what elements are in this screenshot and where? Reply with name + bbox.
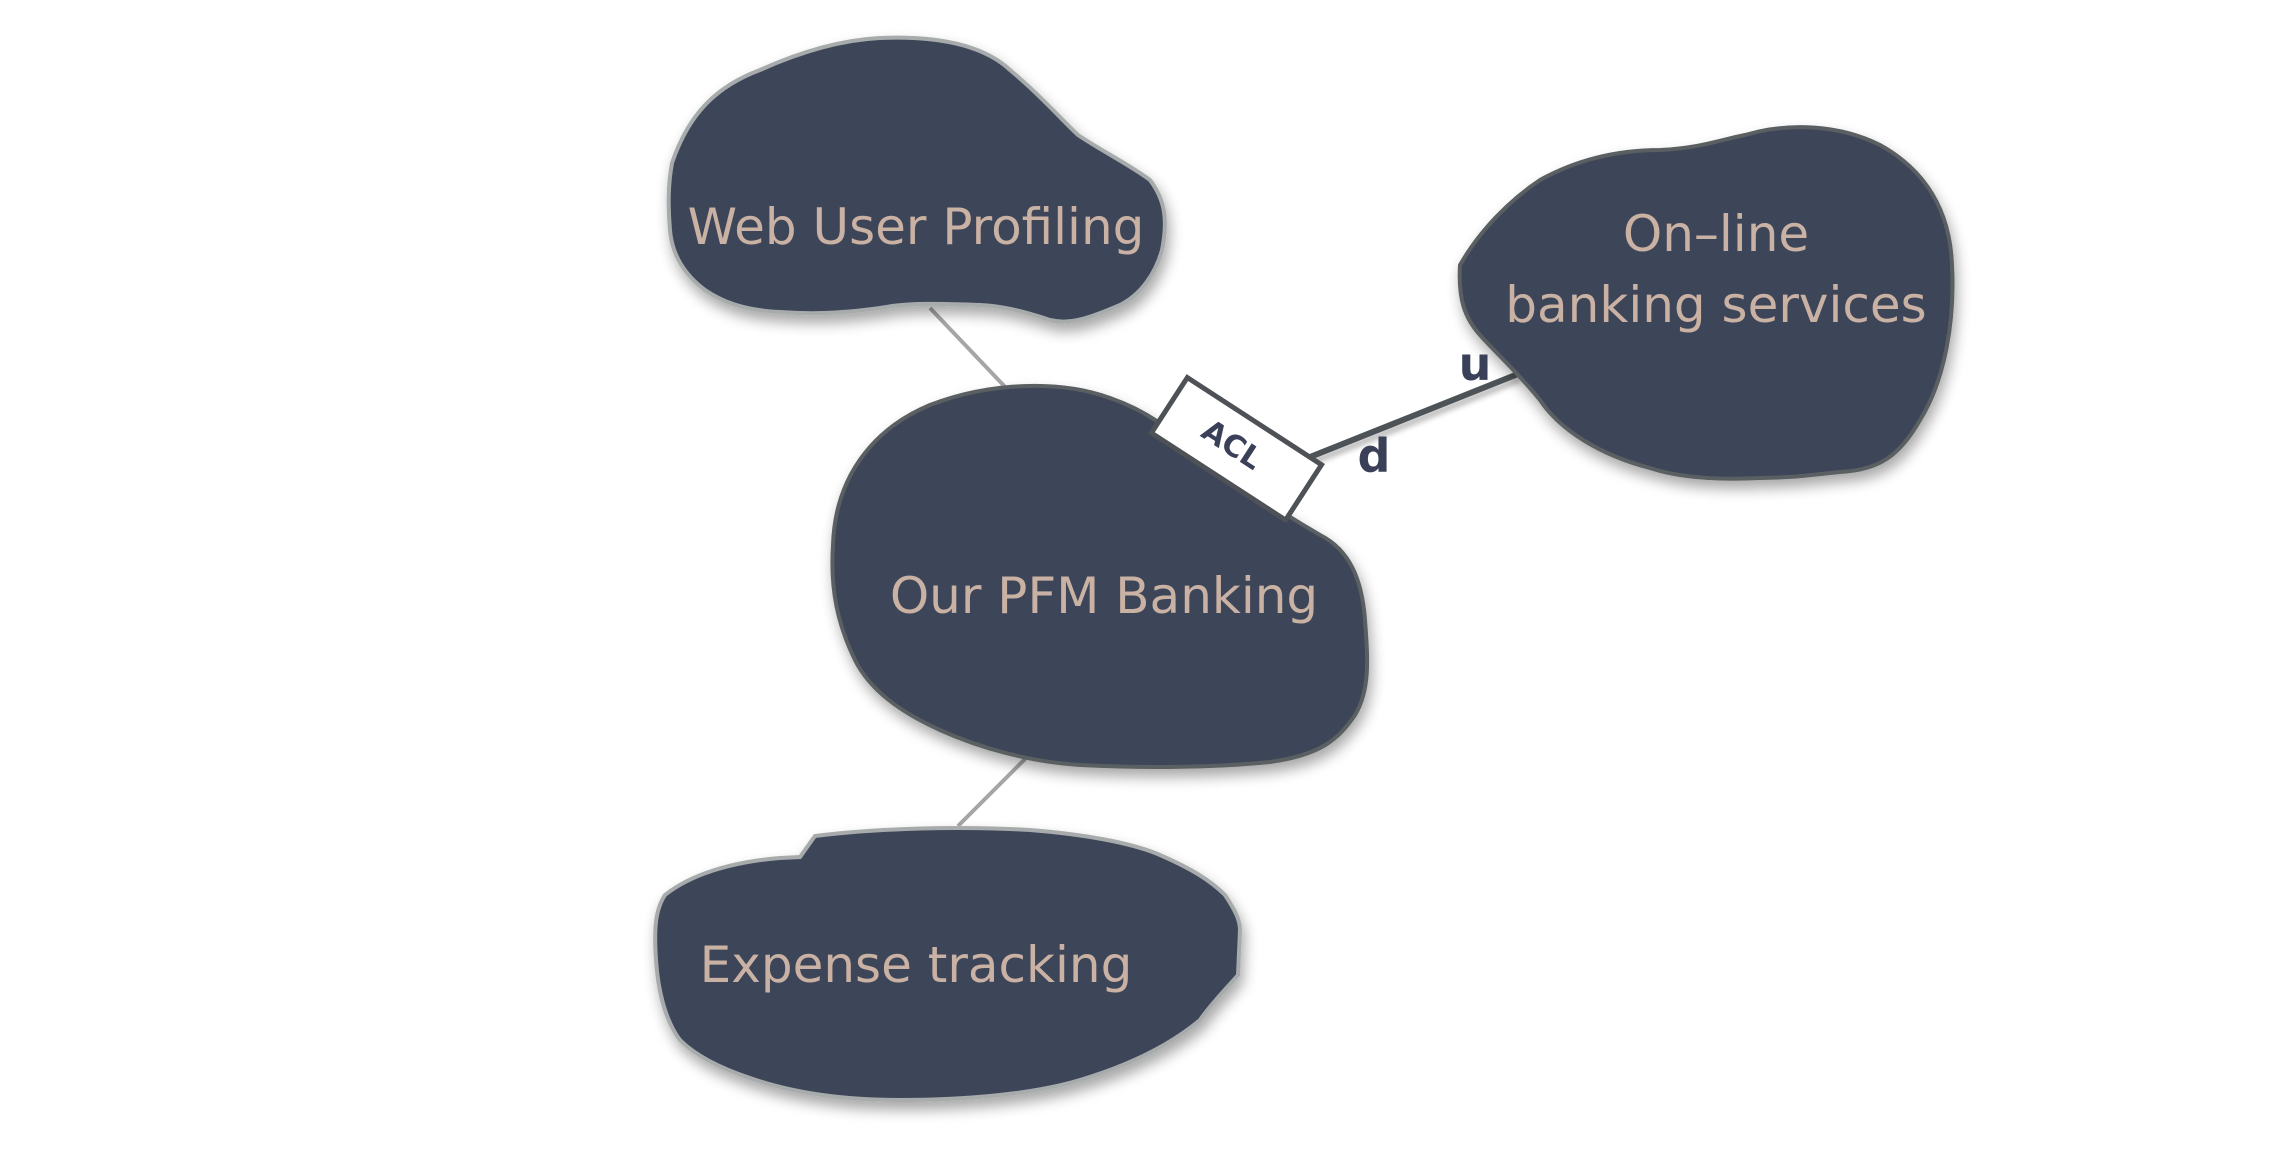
downstream-marker: d xyxy=(1358,429,1391,483)
connector-acl-to-online-banking xyxy=(1308,371,1520,460)
acl-box[interactable]: ACL xyxy=(1147,374,1325,524)
context-expense-tracking[interactable]: Expense tracking xyxy=(653,826,1243,1103)
context-label: Expense tracking xyxy=(700,936,1133,994)
context-shape xyxy=(653,826,1243,1103)
context-shape xyxy=(1457,125,1955,481)
context-online-banking-services[interactable]: On–line banking services xyxy=(1457,125,1955,481)
context-shape xyxy=(666,35,1167,324)
context-label-line-2: banking services xyxy=(1505,276,1926,334)
context-label-line-1: On–line xyxy=(1623,205,1809,263)
context-label: Our PFM Banking xyxy=(890,567,1318,625)
context-web-user-profiling[interactable]: Web User Profiling xyxy=(666,35,1167,324)
acl-box-shape xyxy=(1147,374,1325,524)
context-label: Web User Profiling xyxy=(688,198,1145,256)
connector-pfm-to-expense-tracking xyxy=(956,750,1034,828)
connector-pfm-to-web-profiling xyxy=(928,306,1010,392)
upstream-marker: u xyxy=(1459,337,1492,391)
